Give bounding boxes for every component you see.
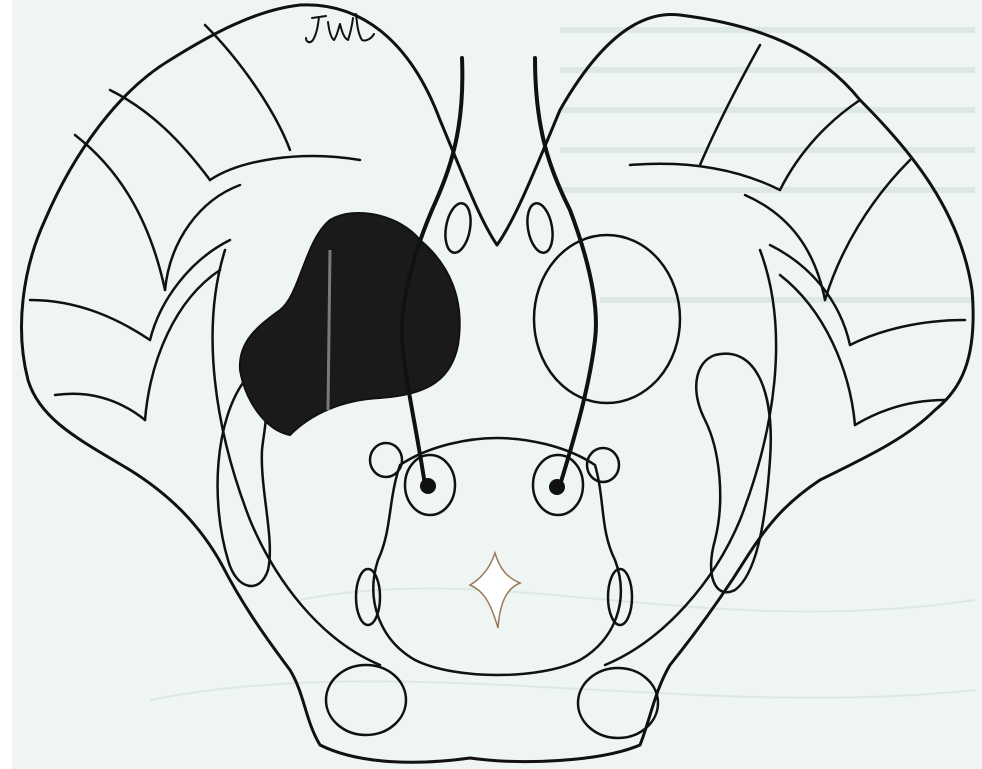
right-small-oval <box>524 201 556 254</box>
right-green-region <box>578 668 658 738</box>
black-lesion <box>240 213 460 435</box>
tissue-outline <box>22 5 974 762</box>
right-lavender-nucleus <box>587 448 619 482</box>
lesion-highlight-streak <box>328 250 330 410</box>
left-yellow-lateral <box>356 569 380 625</box>
right-blue-region <box>696 354 770 593</box>
central-body-outline <box>373 438 620 675</box>
left-green-region <box>326 665 406 735</box>
left-small-oval <box>442 201 474 254</box>
right-tract-line <box>535 58 596 485</box>
pink-mass <box>534 235 680 403</box>
left-nucleus-dot <box>420 478 436 494</box>
left-lavender-nucleus <box>370 443 402 477</box>
right-folia-lines <box>630 45 965 425</box>
right-nucleus-dot <box>549 479 565 495</box>
